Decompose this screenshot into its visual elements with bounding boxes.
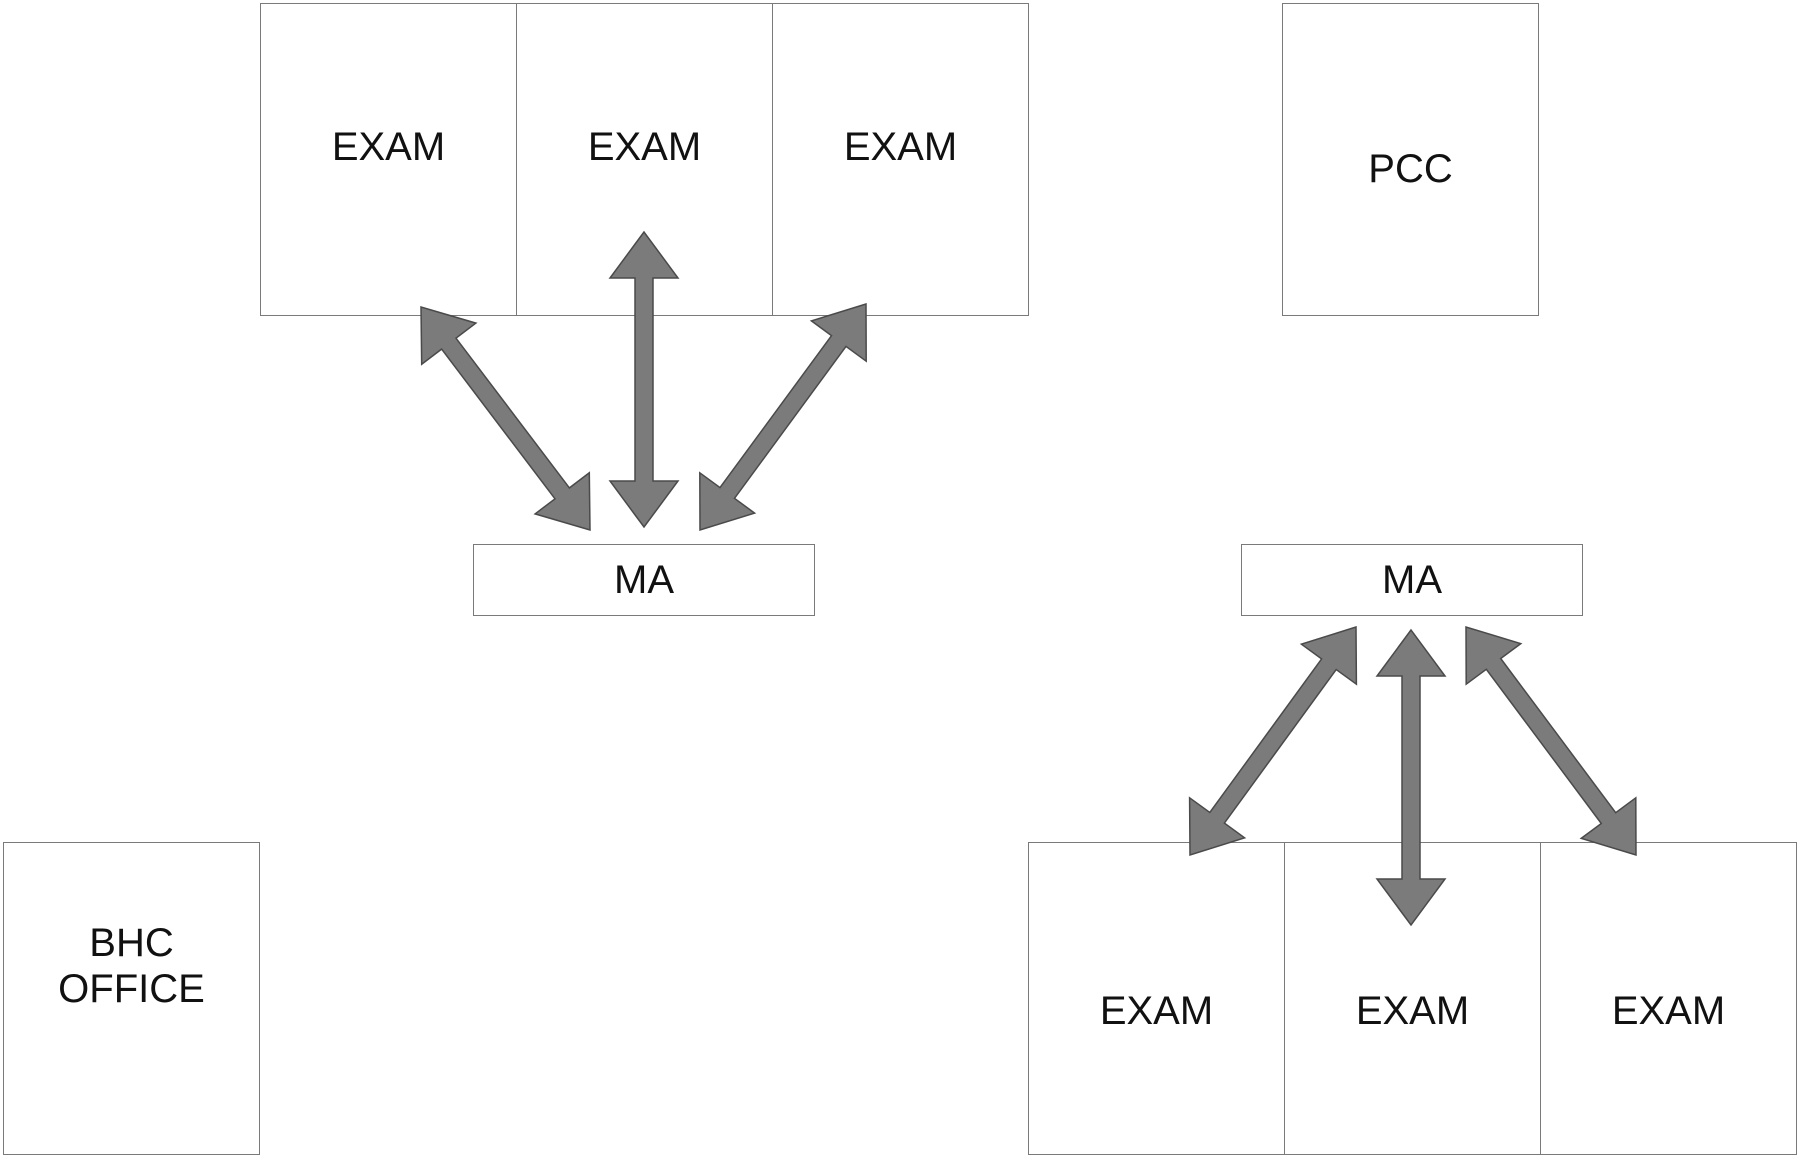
arrow-bottom-ma-exam-1 xyxy=(1188,625,1358,857)
bottom-exam-room-2-label: EXAM xyxy=(1355,989,1470,1033)
top-exam-room-1-label: EXAM xyxy=(331,125,446,169)
arrow-top-exam-2-ma xyxy=(608,230,680,529)
bottom-exam-room-3-label: EXAM xyxy=(1611,989,1726,1033)
arrow-bottom-ma-exam-2 xyxy=(1375,628,1447,927)
arrow-bottom-ma-exam-3 xyxy=(1465,625,1637,857)
bottom-exam-room-1-label: EXAM xyxy=(1099,989,1214,1033)
bottom-ma-station-label: MA xyxy=(1382,558,1442,602)
bottom-exam-room-3: EXAM xyxy=(1540,842,1797,1155)
top-exam-room-2-label: EXAM xyxy=(587,125,702,169)
arrow-top-exam-1-ma xyxy=(420,305,591,532)
top-ma-station-label: MA xyxy=(614,558,674,602)
top-exam-room-3-label: EXAM xyxy=(843,125,958,169)
top-exam-room-3: EXAM xyxy=(772,3,1029,316)
pcc-room: PCC xyxy=(1282,3,1539,316)
bhc-office: BHC OFFICE xyxy=(3,842,260,1155)
bottom-exam-room-1: EXAM xyxy=(1028,842,1285,1155)
pcc-room-label: PCC xyxy=(1368,147,1453,191)
arrow-top-exam-3-ma xyxy=(699,302,867,532)
top-exam-room-1: EXAM xyxy=(260,3,517,316)
bhc-office-label: BHC OFFICE xyxy=(58,921,205,1011)
top-ma-station: MA xyxy=(473,544,815,616)
bottom-ma-station: MA xyxy=(1241,544,1583,616)
